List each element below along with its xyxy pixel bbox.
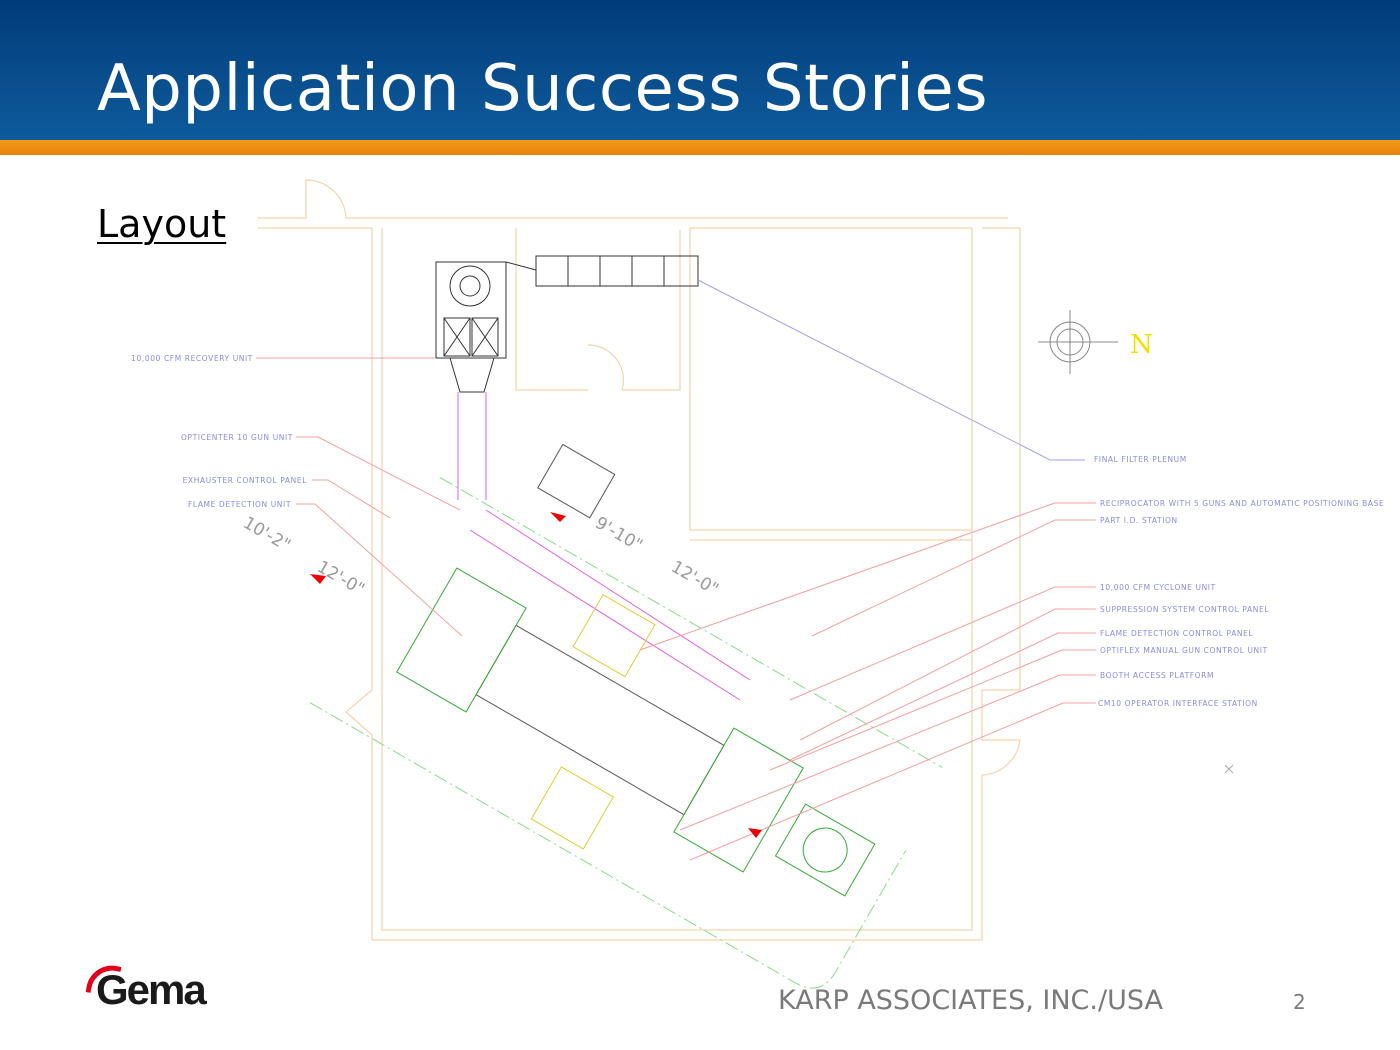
footer-company: KARP ASSOCIATES, INC./USA bbox=[778, 985, 1163, 1016]
accent-stripe bbox=[0, 140, 1400, 155]
leader-final-filter bbox=[697, 279, 1085, 461]
logo-text: Gema bbox=[96, 966, 207, 1013]
label-reciprocator: RECIPROCATOR WITH 5 GUNS AND AUTOMATIC P… bbox=[1100, 499, 1384, 508]
north-label: N bbox=[1130, 330, 1153, 360]
dimension-3: 9'-10" bbox=[592, 513, 646, 556]
header-bar bbox=[0, 0, 1400, 140]
dimension-arrows bbox=[310, 512, 762, 838]
label-recovery-unit: 10,000 CFM RECOVERY UNIT bbox=[131, 354, 253, 363]
page-number: 2 bbox=[1293, 990, 1306, 1014]
recovery-unit bbox=[435, 255, 699, 393]
section-heading: Layout bbox=[97, 202, 227, 246]
label-platform: BOOTH ACCESS PLATFORM bbox=[1100, 671, 1214, 680]
duct bbox=[457, 392, 751, 701]
close-mark-icon bbox=[1224, 764, 1234, 774]
label-exhauster-panel: EXHAUSTER CONTROL PANEL bbox=[183, 476, 308, 485]
label-part-id: PART I.D. STATION bbox=[1100, 516, 1178, 525]
gema-logo: Gema bbox=[85, 961, 218, 1016]
booth-assembly bbox=[309, 443, 943, 989]
label-flame-control: FLAME DETECTION CONTROL PANEL bbox=[1100, 629, 1253, 638]
slide-title: Application Success Stories bbox=[97, 52, 989, 126]
label-cm10: CM10 OPERATOR INTERFACE STATION bbox=[1098, 699, 1258, 708]
dimension-1: 10'-2" bbox=[240, 513, 294, 556]
building-walls bbox=[258, 179, 1021, 941]
label-final-filter: FINAL FILTER PLENUM bbox=[1094, 455, 1187, 464]
label-cyclone: 10,000 CFM CYCLONE UNIT bbox=[1100, 583, 1216, 592]
label-opticenter: OPTICENTER 10 GUN UNIT bbox=[181, 433, 293, 442]
label-flame-detection-unit: FLAME DETECTION UNIT bbox=[188, 500, 291, 509]
dimension-4: 12'-0" bbox=[668, 557, 722, 600]
left-leaders bbox=[256, 357, 463, 637]
north-arrow-icon bbox=[1038, 310, 1118, 374]
label-suppression: SUPPRESSION SYSTEM CONTROL PANEL bbox=[1100, 605, 1269, 614]
label-optiflex: OPTIFLEX MANUAL GUN CONTROL UNIT bbox=[1100, 646, 1268, 655]
right-leaders bbox=[639, 502, 1096, 861]
